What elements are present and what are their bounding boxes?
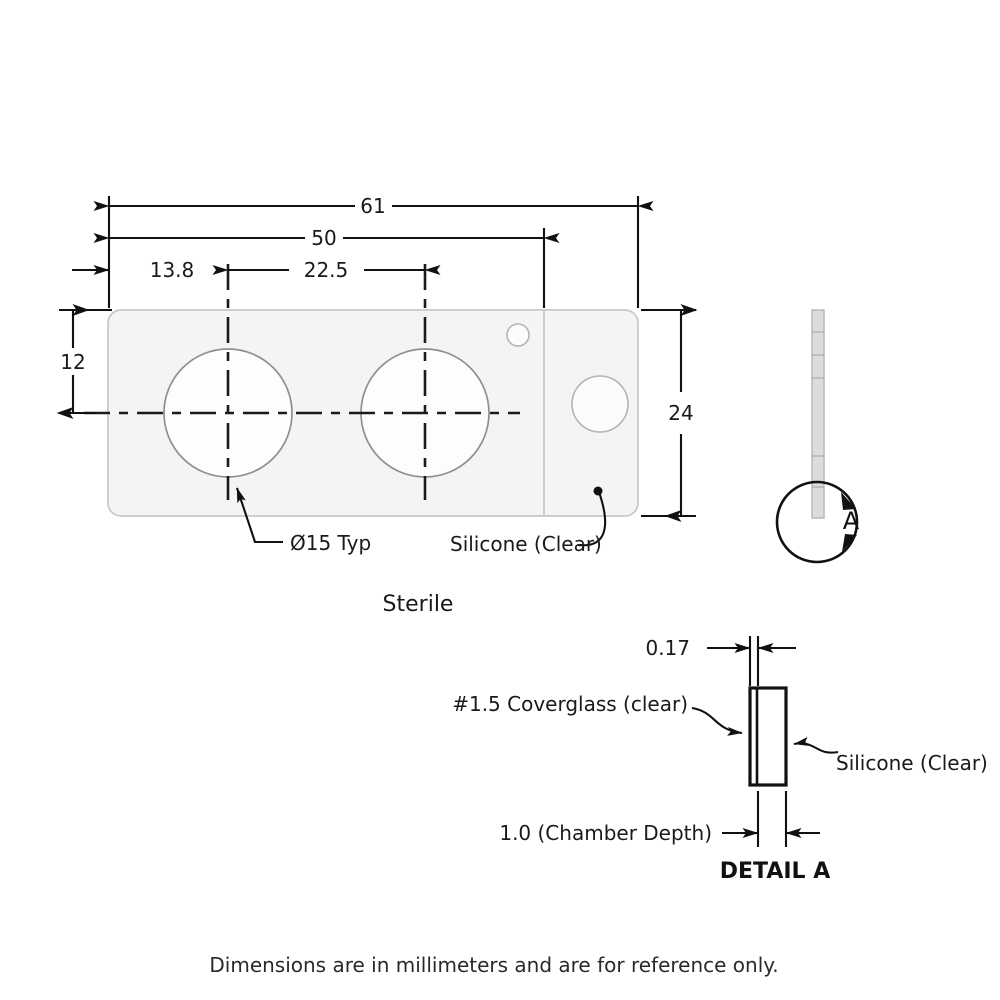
- detail-callout-circle: [775, 480, 859, 564]
- leader-detail-silicone-callout: [793, 736, 839, 754]
- dim-label-coverglass-thickness: 0.17: [645, 636, 690, 660]
- label-coverglass-callout: #1.5 Coverglass (clear): [452, 692, 688, 716]
- dim-label-hole-center-height: 12: [60, 350, 85, 374]
- leader-coverglass-callout: [691, 706, 743, 736]
- dim-label-overall-length: 61: [360, 194, 385, 218]
- top-view-callouts: Ø15 Typ Silicone (Clear) Sterile: [236, 486, 607, 617]
- leader-silicone-callout: [577, 491, 607, 547]
- label-detail-silicone-callout: Silicone (Clear): [836, 751, 988, 775]
- top-view-dimensions: 61 50 13.8 22.5 12 24: [56, 194, 698, 522]
- dim-label-overall-width: 24: [668, 401, 693, 425]
- side-view-group: A: [775, 309, 860, 564]
- dim-label-chamber-depth: 1.0 (Chamber Depth): [499, 821, 712, 845]
- title-detail-view: DETAIL A: [720, 859, 831, 884]
- detail-section-body: [748, 686, 788, 787]
- side-view-strip: [811, 309, 825, 519]
- label-silicone-callout: Silicone (Clear): [450, 532, 602, 556]
- detail-callout-arrow-lower: [842, 534, 857, 552]
- small-vent-hole: [506, 323, 530, 347]
- leader-hole-callout: [236, 487, 283, 544]
- leader-dot-silicone: [593, 486, 603, 496]
- right-region-hole: [571, 375, 629, 433]
- footer-note: Dimensions are in millimeters and are fo…: [209, 953, 778, 977]
- dim-label-coverglass-length: 50: [311, 226, 336, 250]
- label-hole-callout: Ø15 Typ: [290, 531, 371, 555]
- detail-callout-arrow-upper: [841, 492, 856, 510]
- dim-label-hole-spacing: 22.5: [304, 258, 349, 282]
- detail-a-group: 0.17 #1.5 Coverglass (clear) Silicone (C…: [452, 636, 988, 884]
- title-top-view: Sterile: [383, 592, 454, 617]
- dim-label-edge-to-first-hole: 13.8: [150, 258, 195, 282]
- detail-callout-letter: A: [843, 507, 860, 535]
- top-view-group: [84, 264, 639, 517]
